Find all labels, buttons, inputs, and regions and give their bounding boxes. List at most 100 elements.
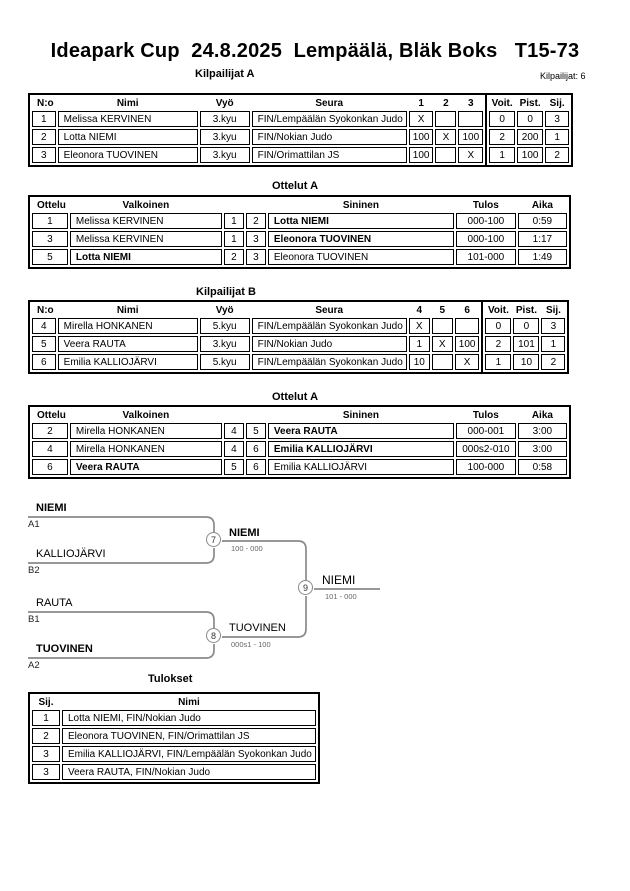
table-row: 5 Veera RAUTA 3.kyu FIN/Nokian Judo 1 X … bbox=[32, 336, 480, 352]
col-header-no: N:o bbox=[37, 304, 54, 316]
match-number-circle: 8 bbox=[206, 628, 221, 643]
competitor-no: 3 bbox=[32, 147, 56, 163]
competitor-name: Eleonora TUOVINEN bbox=[57, 147, 198, 163]
bracket-lines bbox=[28, 516, 380, 659]
col-header-belt: Vyö bbox=[215, 304, 234, 316]
col-header-club: Seura bbox=[315, 97, 344, 109]
competitor-club: FIN/Nokian Judo bbox=[251, 336, 407, 352]
points-cell: 0 bbox=[513, 318, 540, 334]
pool-cell: X bbox=[454, 354, 480, 370]
col-header-match: Ottelu bbox=[37, 409, 66, 421]
competitor-belt: 3.kyu bbox=[199, 336, 250, 352]
col-header-2: 2 bbox=[443, 97, 449, 109]
header-row: N:o Nimi Vyö Seura 4 5 6 bbox=[32, 304, 479, 316]
pool-cell: X bbox=[408, 318, 430, 334]
wins-cell: 0 bbox=[489, 111, 516, 127]
competitor-club: FIN/Lempäälän Syokonkan Judo bbox=[251, 318, 407, 334]
col-header-club: Seura bbox=[315, 304, 344, 316]
match-result: 000-100 bbox=[455, 213, 516, 229]
blue-competitor: Emilia KALLIOJÄRVI bbox=[267, 459, 454, 475]
competitor-club: FIN/Lempäälän Syokonkan Judo bbox=[251, 354, 407, 370]
table-row: 2 200 1 bbox=[489, 129, 570, 145]
competitor-club: FIN/Nokian Judo bbox=[251, 129, 407, 145]
col-header-match: Ottelu bbox=[37, 199, 66, 211]
bracket-slot-code: B1 bbox=[28, 614, 40, 625]
table-divider bbox=[481, 302, 484, 372]
match-no: 4 bbox=[32, 441, 68, 457]
wins-cell: 1 bbox=[485, 354, 512, 370]
col-header-wins: Voit. bbox=[487, 304, 509, 316]
col-header-white: Valkoinen bbox=[122, 409, 170, 421]
col-header-3: 3 bbox=[468, 97, 474, 109]
table-row: 1 100 2 bbox=[489, 147, 570, 163]
page-title: Ideapark Cup 24.8.2025 Lempäälä, Bläk Bo… bbox=[50, 40, 580, 62]
col-header-no: N:o bbox=[37, 97, 54, 109]
table-row: 6 Veera RAUTA 5 6 Emilia KALLIOJÄRVI 100… bbox=[32, 459, 567, 475]
col-header-points: Pist. bbox=[519, 97, 541, 109]
competitor-name: Mirella HONKANEN bbox=[57, 318, 198, 334]
wins-cell: 2 bbox=[485, 336, 512, 352]
points-cell: 200 bbox=[517, 129, 544, 145]
white-competitor: Mirella HONKANEN bbox=[69, 423, 222, 439]
match-time: 1:49 bbox=[517, 249, 567, 265]
col-header-result: Tulos bbox=[472, 409, 499, 421]
blue-no: 3 bbox=[245, 231, 266, 247]
header-row: Ottelu Valkoinen Sininen Tulos Aika bbox=[32, 199, 567, 211]
place-cell: 3 bbox=[541, 318, 566, 334]
col-header-name: Nimi bbox=[178, 696, 200, 708]
result-place: 3 bbox=[32, 764, 60, 780]
points-cell: 0 bbox=[517, 111, 544, 127]
bracket-winner-name: NIEMI bbox=[322, 573, 356, 587]
bracket-slot-name: RAUTA bbox=[36, 597, 73, 609]
pool-cell: 1 bbox=[408, 336, 430, 352]
result-name: Eleonora TUOVINEN, FIN/Orimattilan JS bbox=[62, 728, 316, 744]
pool-cell bbox=[435, 111, 457, 127]
wins-cell: 1 bbox=[489, 147, 516, 163]
col-header-points: Pist. bbox=[515, 304, 538, 316]
match-time: 0:59 bbox=[517, 213, 567, 229]
col-header-bno bbox=[246, 199, 266, 211]
match-result: 000-100 bbox=[455, 231, 516, 247]
match-result: 000s2-010 bbox=[455, 441, 516, 457]
col-header-1: 1 bbox=[418, 97, 424, 109]
pool-cell: 10 bbox=[408, 354, 430, 370]
col-header-wno bbox=[224, 409, 244, 421]
table-row: 3 Emilia KALLIOJÄRVI, FIN/Lempäälän Syok… bbox=[32, 746, 316, 762]
header-row: Voit. Pist. Sij. bbox=[485, 304, 565, 316]
competitor-belt: 3.kyu bbox=[199, 129, 250, 145]
col-header-blue: Sininen bbox=[342, 199, 379, 211]
match-result: 000-001 bbox=[455, 423, 516, 439]
col-header-4: 4 bbox=[416, 304, 423, 316]
pool-cell: 100 bbox=[454, 336, 480, 352]
white-no: 1 bbox=[223, 213, 244, 229]
match-no: 1 bbox=[32, 213, 68, 229]
match-no: 5 bbox=[32, 249, 68, 265]
white-no: 4 bbox=[223, 441, 244, 457]
table-row: 3 Veera RAUTA, FIN/Nokian Judo bbox=[32, 764, 316, 780]
table-row: 1 Melissa KERVINEN 3.kyu FIN/Lempäälän S… bbox=[32, 111, 484, 127]
table-row: 0 0 3 bbox=[489, 111, 570, 127]
pool-cell bbox=[454, 318, 480, 334]
bracket-slot-code: A1 bbox=[28, 519, 40, 530]
white-no: 4 bbox=[223, 423, 244, 439]
table-row: 6 Emilia KALLIOJÄRVI 5.kyu FIN/Lempäälän… bbox=[32, 354, 480, 370]
match-no: 2 bbox=[32, 423, 68, 439]
pool-cell bbox=[431, 318, 453, 334]
blue-no: 6 bbox=[245, 441, 266, 457]
table-row: 1 Melissa KERVINEN 1 2 Lotta NIEMI 000-1… bbox=[32, 213, 567, 229]
col-header-blue: Sininen bbox=[342, 409, 379, 421]
white-competitor: Lotta NIEMI bbox=[69, 249, 222, 265]
col-header-place: Sij. bbox=[549, 97, 565, 109]
white-competitor: Veera RAUTA bbox=[69, 459, 222, 475]
match-result: 100-000 bbox=[455, 459, 516, 475]
elimination-bracket: NIEMI A1 KALLIOJÄRVI B2 RAUTA B1 TUOVINE… bbox=[0, 495, 630, 685]
table-row: 2 101 1 bbox=[485, 336, 566, 352]
table-row: 0 0 3 bbox=[485, 318, 566, 334]
matches-a1-table: Ottelu Valkoinen Sininen Tulos Aika 1 Me… bbox=[28, 195, 571, 269]
competitor-belt: 3.kyu bbox=[199, 147, 250, 163]
competitor-name: Veera RAUTA bbox=[57, 336, 198, 352]
competitor-no: 5 bbox=[32, 336, 56, 352]
table-row: 1 Lotta NIEMI, FIN/Nokian Judo bbox=[32, 710, 316, 726]
result-name: Emilia KALLIOJÄRVI, FIN/Lempäälän Syokon… bbox=[62, 746, 316, 762]
